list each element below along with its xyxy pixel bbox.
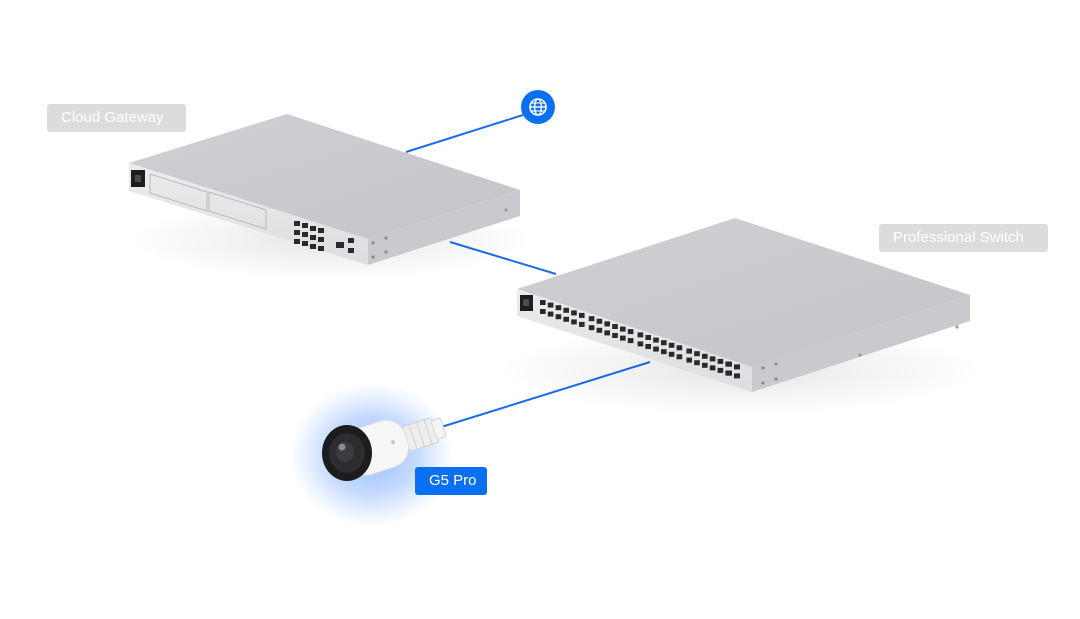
switch-port [694, 351, 700, 357]
switch-port [596, 327, 603, 333]
switch-port [547, 311, 554, 317]
switch-port [717, 358, 724, 364]
switch-port [637, 341, 644, 347]
cloud-gateway-device [129, 114, 530, 280]
switch-port [620, 326, 626, 332]
globe-icon [521, 90, 555, 124]
switch-port [555, 305, 562, 311]
cloud-gateway-label[interactable]: Cloud Gateway [47, 104, 186, 132]
switch-port [709, 365, 716, 371]
switch-port [637, 332, 644, 338]
switch-port [661, 349, 667, 355]
switch-port [588, 325, 595, 331]
switch-port [555, 314, 562, 320]
switch-port [694, 360, 700, 366]
switch-port [571, 310, 577, 316]
switch-sfp-port [726, 361, 732, 367]
switch-sfp-port [734, 373, 740, 379]
switch-port [702, 353, 708, 359]
switch-port [661, 340, 667, 346]
switch-port [604, 321, 610, 327]
switch-port [563, 307, 569, 313]
switch-sfp-port [726, 370, 732, 376]
internet-link [405, 114, 524, 153]
professional-switch-device [500, 218, 980, 415]
switch-port [612, 324, 618, 329]
switch-port [653, 346, 659, 352]
switch-port [620, 335, 626, 341]
switch-port [540, 300, 546, 305]
switch-port [627, 338, 634, 344]
switch-port [563, 316, 569, 322]
switch-port [588, 316, 595, 322]
switch-port [676, 354, 683, 360]
switch-port [596, 318, 603, 324]
switch-port [579, 312, 585, 318]
switch-port [579, 321, 585, 327]
switch-port [702, 362, 708, 368]
switch-sfp-port [734, 364, 740, 370]
switch-port [676, 345, 683, 351]
switch-port [571, 319, 577, 325]
switch-port [653, 337, 659, 343]
professional-switch-label[interactable]: Professional Switch [879, 224, 1048, 252]
g5-pro-label[interactable]: G5 Pro [415, 467, 487, 495]
switch-port [709, 356, 716, 362]
switch-port [717, 367, 724, 373]
switch-port [604, 330, 610, 336]
switch-port [645, 344, 651, 349]
switch-port [668, 351, 675, 357]
switch-port [686, 357, 692, 363]
switch-port-array [540, 300, 740, 379]
switch-side-details [761, 325, 959, 385]
switch-port [540, 309, 546, 314]
switch-port [627, 329, 634, 335]
switch-port [612, 333, 618, 338]
switch-port [686, 348, 692, 354]
g5-pro-camera [290, 383, 454, 527]
switch-port [547, 302, 554, 308]
switch-port [668, 342, 675, 348]
switch-port [645, 335, 651, 340]
